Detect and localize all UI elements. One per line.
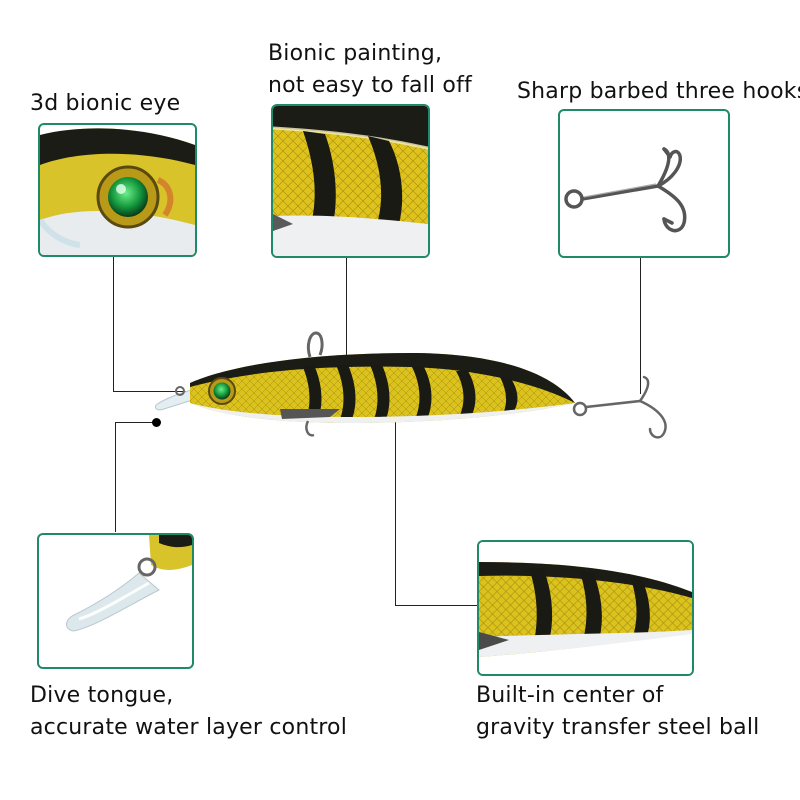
- leader-tongue-vertical: [115, 422, 116, 532]
- label-hooks: Sharp barbed three hooks: [517, 79, 800, 104]
- label-tongue-line1: Dive tongue,: [30, 683, 174, 708]
- inset-tongue: [37, 533, 194, 669]
- body-closeup-image: [479, 542, 692, 674]
- label-painting: Bionic painting, not easy to fall off: [268, 38, 472, 102]
- inset-eye: [38, 123, 197, 257]
- label-steel-ball: Built-in center of gravity transfer stee…: [476, 680, 759, 744]
- hooks-closeup-image: [564, 147, 687, 233]
- label-steel-ball-line1: Built-in center of: [476, 683, 664, 708]
- painting-closeup-image: [273, 106, 428, 256]
- label-eye: 3d bionic eye: [30, 91, 181, 116]
- inset-steel-ball: [477, 540, 694, 676]
- leader-tongue-horizontal: [115, 422, 155, 423]
- inset-painting: [271, 104, 430, 258]
- label-painting-line2: not easy to fall off: [268, 73, 472, 98]
- label-steel-ball-line2: gravity transfer steel ball: [476, 715, 760, 740]
- tongue-closeup-image: [66, 535, 192, 632]
- eye-closeup-image: [40, 128, 195, 255]
- leader-eye-horizontal: [113, 391, 223, 392]
- inset-hooks: [558, 109, 730, 258]
- leader-ball-horizontal: [395, 605, 477, 606]
- leader-tongue-dot: [152, 418, 161, 427]
- leader-ball-vertical: [395, 396, 396, 606]
- label-tongue: Dive tongue, accurate water layer contro…: [30, 680, 347, 744]
- main-lure: [150, 325, 690, 445]
- leader-eye-vertical: [113, 252, 114, 392]
- fishing-lure-image: [155, 331, 667, 439]
- label-tongue-line2: accurate water layer control: [30, 715, 348, 740]
- leader-painting: [346, 254, 347, 394]
- leader-hooks: [640, 254, 641, 394]
- label-painting-line1: Bionic painting,: [268, 41, 443, 66]
